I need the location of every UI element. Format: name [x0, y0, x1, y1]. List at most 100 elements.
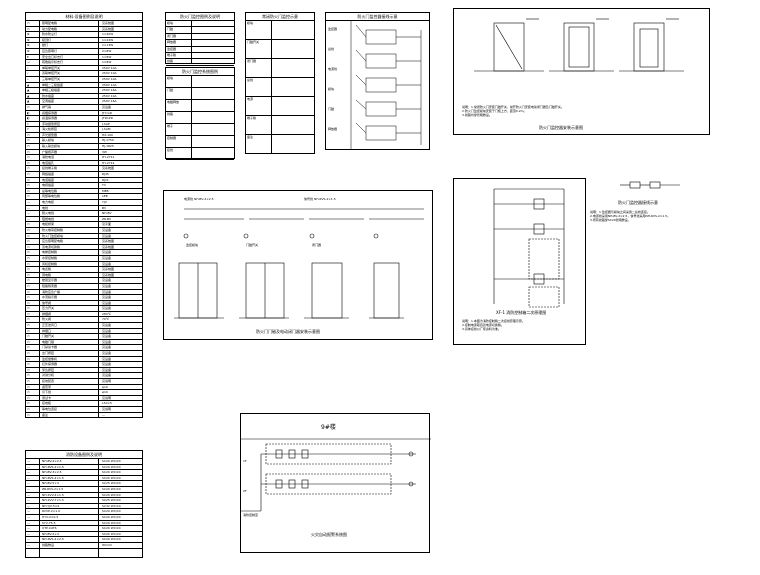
legend-name: ZR-RVS-2×1.5	[42, 486, 64, 491]
legend-name: 对讲分机	[42, 373, 55, 378]
legend-symbol: ▭	[27, 406, 30, 411]
legend-symbol: —	[27, 205, 30, 210]
legend-spec: ZR-BV	[102, 216, 112, 221]
legend-symbol: ▲	[27, 93, 30, 98]
legend-symbol: —	[27, 486, 30, 491]
legend-item-label: 电源线	[328, 67, 338, 71]
small-legend-4-title: 防火门监控器接线示意	[326, 13, 429, 21]
wiring-note-text: 说明：1.监控器与模块之间采用二总线连接。 2.电源线采用NH-BV-2×2.5…	[590, 210, 670, 223]
legend-name: 手动报警按钮	[42, 121, 61, 126]
wiring-note-2: 2.电源线采用NH-BV-2×2.5，信号线采用NH-RVS-2×1.5。	[590, 214, 671, 219]
legend-spec: 见设备	[102, 334, 112, 339]
table-row: ▭测试卡见说明	[26, 396, 142, 402]
legend-name: SYV-75-5	[42, 520, 56, 525]
legend-spec: SC20 WC/CC	[102, 464, 122, 469]
table-row: ▭水泵控制箱见设备	[26, 256, 142, 262]
legend-name: NH-RVS-2×1.5	[42, 464, 64, 469]
legend-spec: SC25 WC/CC	[102, 498, 122, 503]
table-row: 线路	[166, 112, 234, 124]
legend-symbol: —	[27, 542, 30, 547]
ladder-drawing	[493, 188, 565, 308]
legend-symbol: ▭	[27, 278, 30, 283]
legend-spec: 见系统图	[102, 272, 115, 277]
legend-symbol: —	[27, 503, 30, 508]
legend-name: RVVP-2×1.0	[42, 509, 61, 514]
legend-symbol: ▲	[27, 99, 30, 104]
table-row: 监控器	[166, 47, 234, 53]
legend-symbol: ▭	[27, 401, 30, 406]
small-legend-2-rows: 模块门磁电磁释放线路端子控制器接线	[166, 76, 234, 160]
small-legend-3: 常闭防火门监控示意 模块门磁开关闭门器总线电源端子箱备注	[245, 12, 315, 154]
table-row: ▭门禁读卡器见设备	[26, 345, 142, 352]
table-row: ▭电磁门锁见设备	[26, 340, 142, 346]
table-row: ▭对讲分机见设备	[26, 373, 142, 379]
wiring-note-block: 防火门监控器接线示意 说明：1.监控器与模块之间采用二总线连接。 2.电源线采用…	[590, 178, 702, 248]
legend-symbol: —	[27, 492, 30, 497]
table-row: ▭消防应急广播见设备	[26, 290, 142, 296]
legend-symbol: ▭	[27, 306, 30, 311]
legend-name: 动力配电箱	[42, 26, 58, 31]
legend-spec: HY-2711	[102, 155, 115, 160]
legend-name: 电缆桥架	[42, 222, 55, 227]
bottom-legend-title: 消防设备图例及说明	[26, 451, 142, 459]
legend-spec: NH-BV	[102, 211, 112, 216]
legend-name: 防火卷帘控制箱	[42, 227, 64, 232]
legend-spec: φ10	[102, 384, 108, 389]
table-row: ▭监控摄像机见设备	[26, 357, 142, 363]
legend-symbol: —	[27, 526, 30, 531]
legend-symbol: ⊗	[27, 37, 30, 42]
ladder-note-2: 2.控制电源取自双电源切换箱。	[462, 323, 504, 328]
legend-item-label: 端子箱	[247, 116, 257, 120]
legend-symbol: ▭	[27, 104, 30, 109]
legend-spec: 见系统图	[102, 239, 115, 244]
legend-name: 感烟探测器	[42, 110, 58, 115]
legend-name: 引下线	[42, 390, 52, 395]
legend-spec: JTY-GD	[102, 110, 113, 115]
small-legend-1-rows: 模块门磁闭门器释放器监控器端子箱线路	[166, 21, 234, 66]
table-row: ◐ 感烟探测器 JTY-GD	[26, 111, 142, 117]
legend-name: NH-BV-2×2.5	[42, 459, 62, 463]
legend-symbol: ▭	[27, 149, 30, 154]
legend-spec: RJ11	[102, 177, 109, 182]
legend-name: 监控摄像机	[42, 356, 58, 361]
legend-symbol: ▭	[27, 188, 30, 193]
table-row: ▭信号阀见设备	[26, 301, 142, 307]
table-row: 模块	[166, 76, 234, 88]
legend-item-label: 门磁	[167, 27, 174, 32]
table-row: ▭防火门监控模块见设备	[26, 234, 142, 240]
legend-item-label: 模块	[167, 21, 174, 25]
legend-name: NH-KVV-7×1.5	[42, 498, 64, 503]
legend-symbol: E	[27, 54, 29, 59]
legend-spec: WC/CC	[102, 542, 113, 547]
legend-spec: 见设备	[102, 306, 112, 311]
table-row: 门磁	[166, 88, 234, 100]
legend-item-label: 端子箱	[167, 52, 177, 57]
legend-spec: 见设备	[102, 362, 112, 367]
legend-symbol: ▭	[27, 334, 30, 339]
legend-name: 门禁读卡器	[42, 345, 58, 350]
legend-symbol: ▭	[27, 261, 30, 266]
legend-spec: MEB	[102, 188, 109, 193]
legend-name: 声光报警器	[42, 132, 58, 137]
legend-symbol: ▭	[27, 323, 30, 328]
legend-spec: 250V 16A	[102, 99, 117, 104]
legend-symbol: —	[27, 216, 30, 221]
legend-symbol: ▭	[27, 295, 30, 300]
table-row: ▭出门按钮见设备	[26, 351, 142, 357]
legend-spec: TV	[102, 183, 106, 188]
legend-name: 单相二三极插座	[42, 82, 64, 87]
legend-name: 防火门监控模块	[42, 233, 64, 238]
legend-spec: HJ-1750	[102, 138, 114, 143]
table-row: ▭紧急按钮见设备	[26, 368, 142, 374]
legend-item-label: 监控器	[328, 27, 338, 31]
legend-symbol: ◐	[27, 110, 30, 115]
